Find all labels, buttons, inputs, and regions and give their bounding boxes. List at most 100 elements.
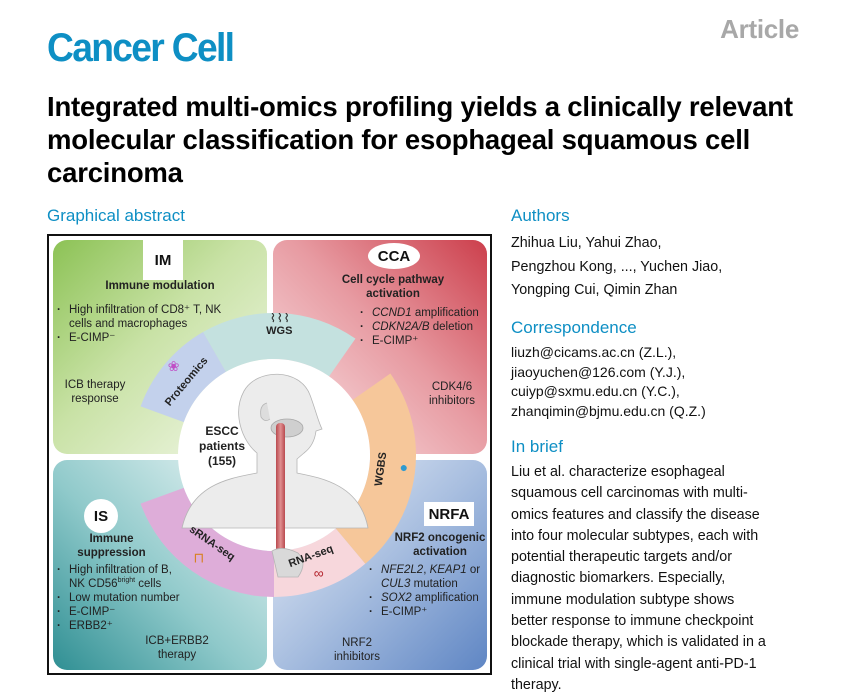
omics-segment-proteomics <box>140 332 226 423</box>
feature-text: mutation <box>410 578 458 590</box>
omics-label: WGS <box>266 325 292 337</box>
gene-name: CDKN2A/B <box>372 321 430 333</box>
article-type-label: Article <box>720 14 799 44</box>
cca-features: CCND1 amplification CDKN2A/B deletion E-… <box>358 306 490 348</box>
brief-line: potential therapeutic targets and/or <box>511 549 732 566</box>
brief-line: better response to immune checkpoint <box>511 613 754 630</box>
nrfa-feature: SOX2 amplification <box>367 591 490 605</box>
graphical-abstract-heading: Graphical abstract <box>47 206 185 225</box>
im-therapy-line: ICB therapy <box>64 379 126 391</box>
center-label-line: ESCC <box>205 424 239 438</box>
is-feature: E-CIMP⁻ <box>55 605 225 619</box>
is-name-line: Immune <box>89 533 134 545</box>
is-code: IS <box>93 507 109 525</box>
is-name: Immune suppression <box>69 532 154 560</box>
omics-ring: ESCC patients (155) WGS⌇⌇⌇WGBS●RNA-seq∞s… <box>140 313 416 597</box>
brief-line: blockade therapy, which is validated in … <box>511 634 766 651</box>
rna-helix-icon: ∞ <box>314 565 324 581</box>
author-line: Yongping Cui, Qimin Zhan <box>511 282 678 298</box>
protein-structure-icon: ❀ <box>168 358 180 374</box>
im-badge: IM <box>143 240 183 280</box>
feature-text: amplification <box>411 307 479 319</box>
brief-line: diagnostic biomarkers. Especially, <box>511 570 726 587</box>
brief-line: into four molecular subtypes, each with <box>511 527 759 544</box>
nrfa-therapy-line: NRF2 <box>341 637 373 649</box>
is-therapy: ICB+ERBB2 therapy <box>137 634 217 662</box>
is-name-line: suppression <box>77 547 146 559</box>
feature-text: High infiltration of B, <box>69 564 172 576</box>
omics-segment-rna-seq <box>274 528 366 597</box>
nrfa-name: NRF2 oncogenic activation <box>385 531 490 559</box>
brief-line: omics features and classify the disease <box>511 506 760 523</box>
is-badge: IS <box>84 499 118 533</box>
nrfa-code: NRFA <box>428 505 470 523</box>
brief-line: squamous cell carcinomas with multi- <box>511 485 748 502</box>
author-line: Zhihua Liu, Yahui Zhao, <box>511 235 662 251</box>
feature-text: cells <box>135 578 162 590</box>
nucleosome-methylation-icon: ● <box>400 459 408 475</box>
im-code: IM <box>154 251 172 269</box>
cca-therapy: CDK4/6 inhibitors <box>417 380 487 408</box>
esophagus-icon <box>276 423 285 553</box>
email-link[interactable]: jiaoyuchen@126.com (Y.J.), <box>511 363 686 380</box>
gene-name: CCND1 <box>372 307 412 319</box>
nrfa-name-line: NRF2 oncogenic <box>394 532 486 544</box>
im-feature: High infiltration of CD8⁺ T, NK cells an… <box>55 303 235 331</box>
email-link[interactable]: cuiyp@sxmu.edu.cn (Y.C.), <box>511 383 680 399</box>
in-brief-text: Liu et al. characterize esophageal squam… <box>511 462 841 696</box>
im-feature: E-CIMP⁻ <box>55 331 235 345</box>
cca-code: CCA <box>377 247 411 265</box>
gene-name: NFE2L2 <box>381 564 424 576</box>
im-therapy: ICB therapy response <box>55 378 135 406</box>
feature-text: deletion <box>429 321 474 333</box>
omics-label: WGBS <box>373 451 389 487</box>
gene-name: KEAP1 <box>429 564 467 576</box>
correspondence-heading: Correspondence <box>511 318 637 337</box>
is-feature: ERBB2⁺ <box>55 619 225 633</box>
cca-feature: CCND1 amplification <box>358 306 490 320</box>
correspondence-list: liuzh@cicams.ac.cn (Z.L.), jiaoyuchen@12… <box>511 343 841 421</box>
im-features: High infiltration of CD8⁺ T, NK cells an… <box>55 303 235 345</box>
omics-segment-srna-seq <box>140 487 274 597</box>
authors-list: Zhihua Liu, Yahui Zhao, Pengzhou Kong, .… <box>511 232 841 303</box>
is-therapy-line: therapy <box>157 649 197 661</box>
cca-feature: E-CIMP⁺ <box>358 334 490 348</box>
brief-line: clinical trial with single-agent anti-PD… <box>511 655 757 672</box>
in-brief-heading: In brief <box>511 437 563 456</box>
cca-name: Cell cycle pathway activation <box>323 273 463 301</box>
feature-text: E-CIMP⁺ <box>372 335 419 347</box>
brief-line: Liu et al. characterize esophageal <box>511 464 725 480</box>
srna-icon: ⊓ <box>193 549 204 565</box>
is-feature: Low mutation number <box>55 591 225 605</box>
feature-text: NK CD56 <box>69 578 118 590</box>
cca-feature: CDKN2A/B deletion <box>358 320 490 334</box>
nrfa-therapy: NRF2 inhibitors <box>327 636 387 664</box>
is-features: High infiltration of B,NK CD56bright cel… <box>55 563 225 633</box>
is-therapy-line: ICB+ERBB2 <box>145 635 209 647</box>
omics-segment-wgs <box>203 313 356 377</box>
cca-therapy-line: CDK4/6 <box>431 381 473 393</box>
brief-line: therapy. <box>511 676 562 693</box>
cca-name-line: Cell cycle pathway <box>341 274 445 286</box>
authors-heading: Authors <box>511 206 570 225</box>
nrfa-badge: NRFA <box>424 502 474 526</box>
article-title: Integrated multi-omics profiling yields … <box>47 91 793 188</box>
im-therapy-line: response <box>71 393 119 405</box>
dna-helix-icon: ⌇⌇⌇ <box>270 313 291 325</box>
nrfa-feature: E-CIMP⁺ <box>367 605 490 619</box>
center-label-line: (155) <box>208 454 236 468</box>
email-link[interactable]: liuzh@cicams.ac.cn (Z.L.), <box>511 344 677 360</box>
nrfa-name-line: activation <box>413 546 467 558</box>
gene-name: SOX2 <box>381 592 412 604</box>
feature-text: or <box>466 564 481 576</box>
nrfa-therapy-line: inhibitors <box>333 651 381 663</box>
author-line: Pengzhou Kong, ..., Yuchen Jiao, <box>511 258 723 275</box>
stomach-icon <box>271 548 304 578</box>
email-link[interactable]: zhanqimin@bjmu.edu.cn (Q.Z.) <box>511 402 706 419</box>
brief-line: immune modulation subtype shows <box>511 591 735 608</box>
cca-name-line: activation <box>366 288 420 300</box>
is-feature: High infiltration of B,NK CD56bright cel… <box>55 563 225 591</box>
feature-text: amplification <box>411 592 479 604</box>
